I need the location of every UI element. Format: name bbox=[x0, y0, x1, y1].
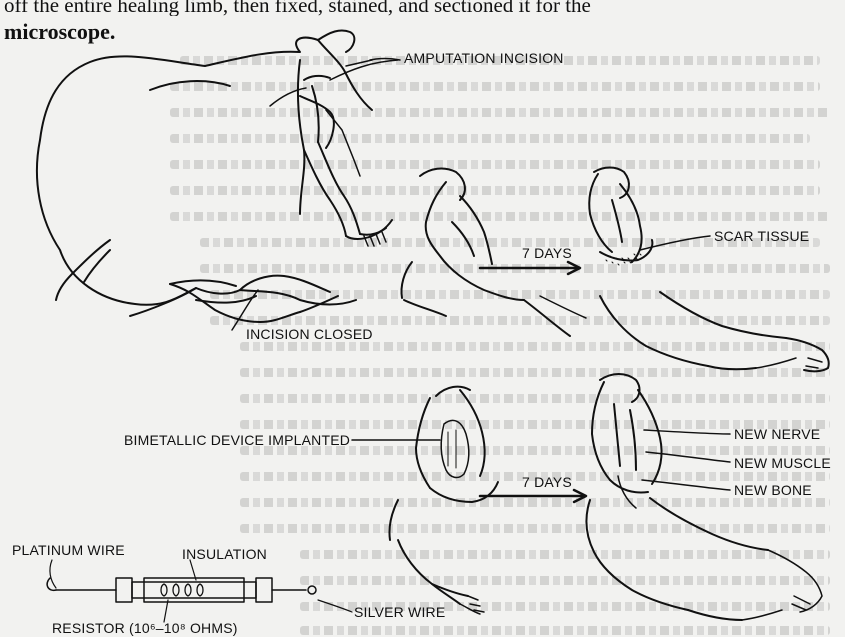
stump-arm bbox=[401, 169, 524, 316]
label-bimetallic-device: BIMETALLIC DEVICE IMPLANTED bbox=[124, 432, 350, 448]
implant-arm bbox=[389, 387, 498, 614]
scar-tissue-pointer bbox=[640, 236, 710, 250]
label-amputation-incision: AMPUTATION INCISION bbox=[404, 50, 564, 66]
regeneration-pointers bbox=[642, 430, 730, 490]
bimetallic-device-drawing bbox=[47, 560, 352, 622]
stump-arm-legs bbox=[524, 296, 586, 336]
label-new-bone: NEW BONE bbox=[734, 482, 812, 498]
resistor-coils bbox=[161, 584, 203, 596]
label-seven-days-bottom: 7 DAYS bbox=[522, 474, 572, 490]
label-seven-days-top: 7 DAYS bbox=[522, 245, 572, 261]
label-insulation: INSULATION bbox=[182, 546, 267, 562]
arrow-seven-days-top bbox=[480, 262, 580, 274]
label-resistor: RESISTOR (10⁶–10⁸ OHMS) bbox=[52, 620, 238, 636]
label-new-nerve: NEW NERVE bbox=[734, 426, 820, 442]
amputated-arm bbox=[270, 59, 400, 247]
amputation-pointer bbox=[330, 60, 398, 80]
animal-body-outline bbox=[37, 30, 372, 322]
label-scar-tissue: SCAR TISSUE bbox=[714, 228, 809, 244]
arrow-seven-days-bottom bbox=[480, 490, 586, 502]
label-silver-wire: SILVER WIRE bbox=[354, 604, 445, 620]
hand-fingers-right bbox=[742, 550, 822, 620]
label-new-muscle: NEW MUSCLE bbox=[734, 455, 831, 471]
label-incision-closed: INCISION CLOSED bbox=[246, 326, 373, 342]
scar-arm bbox=[589, 168, 652, 266]
rear-leg bbox=[170, 280, 256, 302]
scar-arm-legs bbox=[600, 292, 829, 371]
label-platinum-wire: PLATINUM WIRE bbox=[12, 542, 125, 558]
